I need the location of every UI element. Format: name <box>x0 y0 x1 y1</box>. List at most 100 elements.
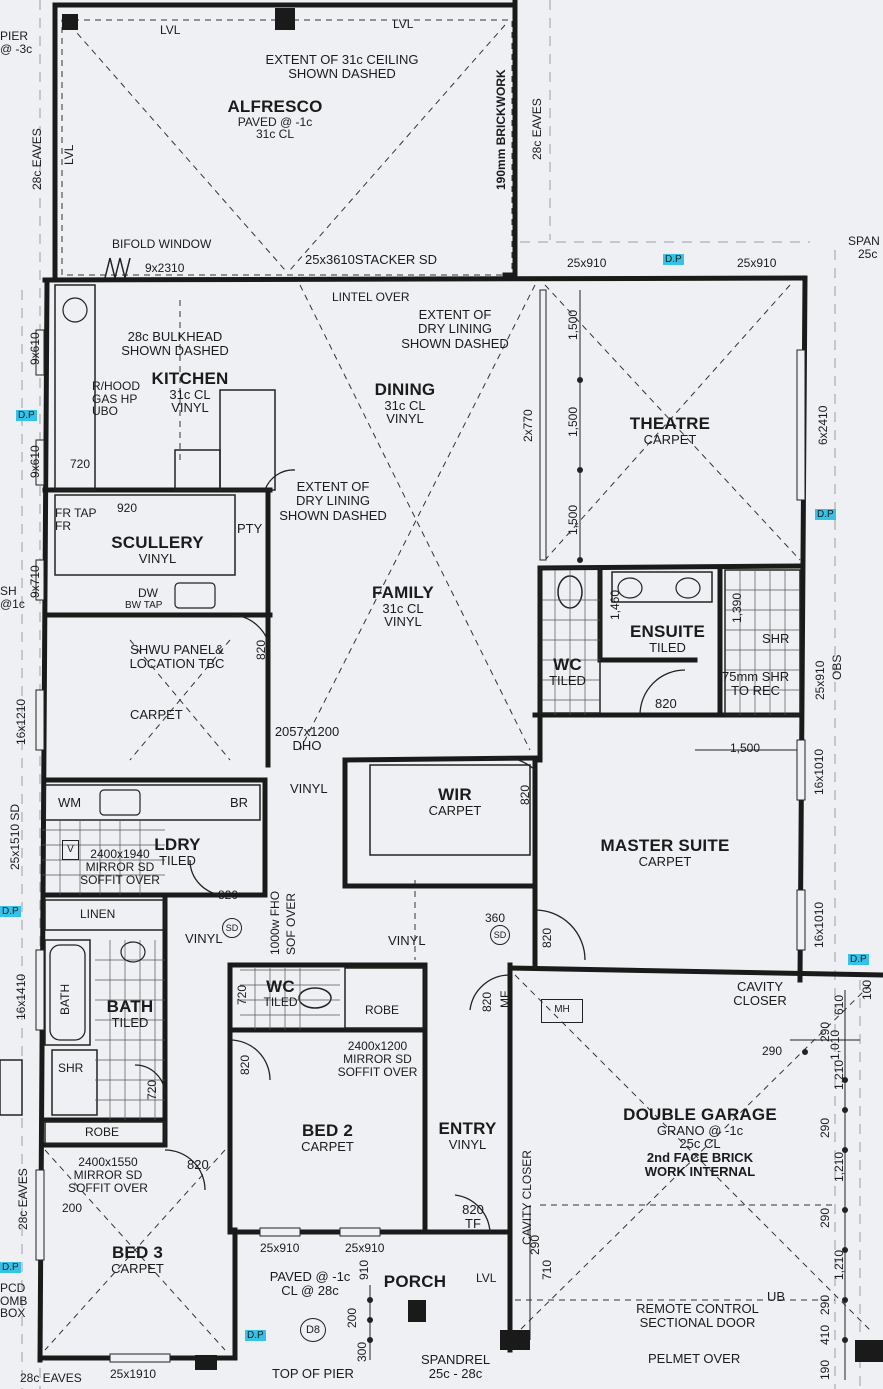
obs-label: OBS <box>830 654 844 680</box>
dim-360: 360 <box>485 911 506 925</box>
note-line: TF <box>465 1216 481 1232</box>
room-name: LDRY <box>154 835 201 854</box>
dim-710: 710 <box>540 1259 554 1280</box>
room-floor: TILED <box>111 1014 149 1030</box>
note-line: 75mm SHR <box>722 669 790 684</box>
downpipe-marker: D.P <box>245 1330 266 1341</box>
robe-label-bath: ROBE <box>85 1125 120 1139</box>
room-family: FAMILY 31c CL VINYL <box>358 584 448 629</box>
lvl-label-porch: LVL <box>476 1271 497 1285</box>
lintel-over-label: LINTEL OVER <box>332 290 410 304</box>
room-note: WORK INTERNAL <box>644 1163 756 1179</box>
note-line: 2057x1200 <box>274 724 340 739</box>
mirror-sd-laundry: 2400x1940 MIRROR SD SOFFIT OVER <box>75 847 165 888</box>
door-820-ensuite: 820 <box>655 696 677 711</box>
downpipe-marker: D.P <box>663 254 684 265</box>
dim-1460: 1,460 <box>608 589 622 620</box>
pier-label: PIER @ -3c <box>0 30 32 55</box>
window-16x1010-a: 16x1010 <box>812 748 826 795</box>
cavity-closer-note: CAVITY CLOSER <box>725 979 795 1009</box>
room-name: WIR <box>438 785 472 804</box>
dry-lining-note-top: EXTENT OF DRY LINING SHOWN DASHED <box>400 307 510 351</box>
note-line: SHOWN DASHED <box>401 335 509 351</box>
note-line: CLOSER <box>733 993 787 1009</box>
dim-300-porch: 300 <box>355 1341 369 1362</box>
eaves-label-left: 28c EAVES <box>30 128 44 190</box>
note-line: MIRROR SD <box>85 860 155 875</box>
shower-rec-note: 75mm SHR TO REC <box>722 670 789 697</box>
dishwasher-label: DW <box>138 586 158 600</box>
room-floor: TILED <box>549 672 586 688</box>
dim-910-porch: 910 <box>357 1259 371 1280</box>
ceiling-extent-note: EXTENT OF 31c CEILING SHOWN DASHED <box>262 52 422 82</box>
spandrel-note: SPANDREL 25c - 28c <box>418 1352 493 1382</box>
window-6x2410: 6x2410 <box>816 405 830 445</box>
room-name: DOUBLE GARAGE <box>623 1105 777 1124</box>
linen-label: LINEN <box>80 907 116 921</box>
pelmet-over-label: PELMET OVER <box>648 1351 741 1366</box>
shwu-panel-note: SHWU PANEL& LOCATION TBC <box>122 642 232 672</box>
window-25x910-porch-a: 25x910 <box>260 1241 300 1255</box>
porch-ceiling: CL @ 28c <box>281 1283 339 1299</box>
room-floor: GRANO @ -1c <box>656 1122 744 1138</box>
dimension-ticks <box>367 377 848 1343</box>
bifold-window-glyph <box>104 257 131 279</box>
downpipe-marker: D.P <box>815 509 836 520</box>
broom-label: BR <box>230 795 249 810</box>
room-floor: CARPET <box>638 853 692 869</box>
note-line: SPAN <box>848 234 880 248</box>
room-ldry: LDRY TILED <box>145 836 210 867</box>
fho-label: 1000w FHO <box>268 890 282 955</box>
room-floor: TILED <box>263 994 298 1009</box>
room-name: THEATRE <box>629 414 711 433</box>
note-line: SHOWN DASHED <box>121 343 229 359</box>
room-scullery: SCULLERY VINYL <box>105 534 210 565</box>
note-line: 25c - 28c <box>428 1366 483 1382</box>
note-line: EXTENT OF <box>296 479 370 494</box>
dim-1010: 1,010 <box>828 1029 842 1060</box>
door-820-wir: 820 <box>518 784 532 805</box>
door-d8-marker: D8 <box>300 1318 326 1342</box>
window-25x910-porch-b: 25x910 <box>345 1241 385 1255</box>
room-name: SCULLERY <box>111 533 204 552</box>
window-16x1210: 16x1210 <box>14 698 28 745</box>
eaves-bottom-label: 28c EAVES <box>20 1371 82 1385</box>
window-9x710: 9x710 <box>28 565 42 598</box>
vinyl-label-entry: VINYL <box>388 933 426 948</box>
dashed-diagonals <box>44 19 871 1351</box>
door-820-shwu: 820 <box>254 639 268 660</box>
room-name: ENTRY <box>438 1119 497 1138</box>
note-line: 820 <box>462 1202 484 1217</box>
note-line: LOCATION TBC <box>129 656 225 672</box>
note-line: FR <box>55 518 71 533</box>
sh-label: SH @1c <box>0 585 25 610</box>
eaves-label-lower: 28c EAVES <box>16 1168 30 1230</box>
note-line: 28c BULKHEAD <box>127 329 223 344</box>
room-name: ALFRESCO <box>227 97 323 116</box>
dim-1500-b: 1,500 <box>566 406 580 437</box>
lvl-label: LVL <box>160 23 181 37</box>
room-floor: CARPET <box>643 431 697 447</box>
note-line: @ -3c <box>0 41 33 56</box>
note-line: MIRROR SD <box>73 1168 143 1183</box>
dim-100-garage: 100 <box>860 979 874 1000</box>
door-820-bed3: 820 <box>187 1157 209 1172</box>
room-floor: PAVED @ -1c <box>237 114 313 129</box>
note-line: R/HOOD <box>92 379 140 393</box>
room-name: DINING <box>374 380 436 399</box>
dim-720-bath: 720 <box>145 1079 159 1100</box>
rangehood-label: R/HOOD GAS HP UBO <box>92 380 140 418</box>
mirror-sd-bed3: 2400x1550 MIRROR SD SOFFIT OVER <box>58 1155 158 1196</box>
cavity-closer-label: CAVITY CLOSER <box>520 1150 534 1245</box>
garage-door-note: REMOTE CONTROL SECTIONAL DOOR <box>630 1301 765 1331</box>
room-name: BATH <box>106 997 154 1016</box>
room-ceiling: 31c CL <box>382 600 424 616</box>
bifold-window-size: 9x2310 <box>145 261 185 275</box>
window-25x1910: 25x1910 <box>110 1367 157 1381</box>
smoke-detector-icon: SD <box>222 918 242 938</box>
window-25x1510: 25x1510 SD <box>8 803 22 870</box>
room-floor: TILED <box>649 639 686 655</box>
room-name: FAMILY <box>372 583 434 602</box>
room-double-garage: DOUBLE GARAGE GRANO @ -1c 25c CL 2nd FAC… <box>610 1106 790 1178</box>
room-floor: VINYL <box>448 1136 487 1152</box>
